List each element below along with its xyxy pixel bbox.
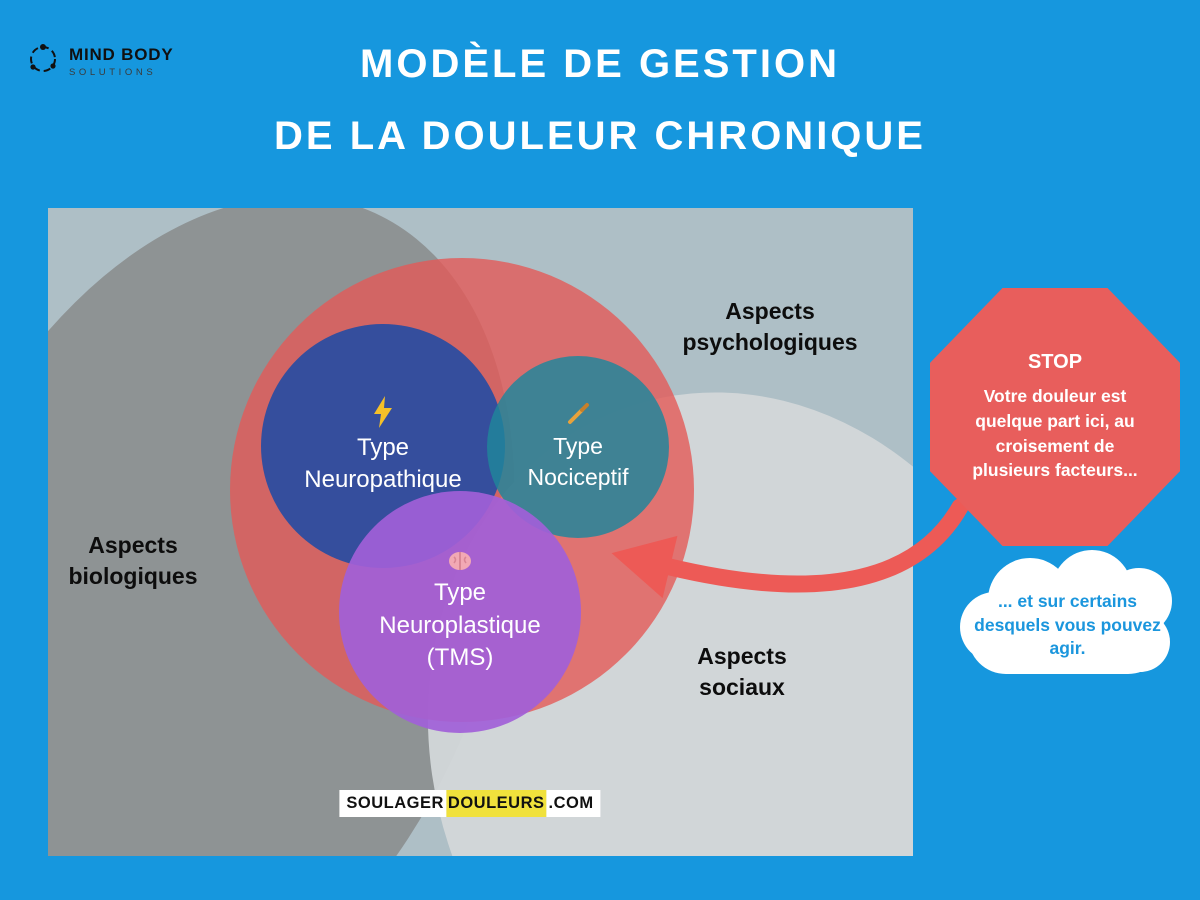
cloud-base	[968, 598, 1166, 674]
stop-body-text: Votre douleur est quelque part ici, au c…	[972, 385, 1138, 481]
stop-title: STOP	[1027, 350, 1083, 373]
website-part1: SOULAGER	[339, 790, 446, 817]
aspect-social-label: Aspects sociaux	[697, 643, 787, 701]
venn-diagram-panel: Type Neuropathique Type Nociceptif Type …	[48, 208, 913, 856]
neuroplastic-circle: Type Neuroplastique (TMS)	[339, 491, 581, 733]
nociceptive-label: Type Nociceptif	[527, 432, 629, 490]
neuroplastic-label: Type Neuroplastique (TMS)	[379, 579, 541, 672]
logo-name: MIND BODY	[69, 45, 174, 64]
thought-bubble: ... et sur certains desquels vous pouvez…	[960, 550, 1175, 685]
cloud-text: ... et sur certains desquels vous pouvez…	[974, 591, 1161, 659]
brain-icon	[446, 549, 474, 573]
logo: MIND BODY SOLUTIONS	[26, 42, 173, 81]
lightning-icon	[371, 395, 395, 428]
logo-tagline: SOLUTIONS	[69, 67, 157, 78]
neuropathic-label: Type Neuropathique	[304, 433, 462, 493]
page-title-line2: DE LA DOULEUR CHRONIQUE	[274, 114, 926, 158]
aspect-psychological-label: Aspects psychologiques	[682, 298, 858, 356]
mind-body-logo-icon	[26, 42, 60, 81]
pen-icon	[565, 401, 591, 427]
page-title-line1: MODÈLE DE GESTION	[360, 42, 840, 86]
website-part3: .COM	[546, 790, 601, 817]
aspect-biological-label: Aspects biologiques	[68, 532, 198, 590]
stop-sign: STOP Votre douleur est quelque part ici,…	[930, 288, 1180, 546]
website-part2: DOULEURS	[445, 790, 547, 817]
